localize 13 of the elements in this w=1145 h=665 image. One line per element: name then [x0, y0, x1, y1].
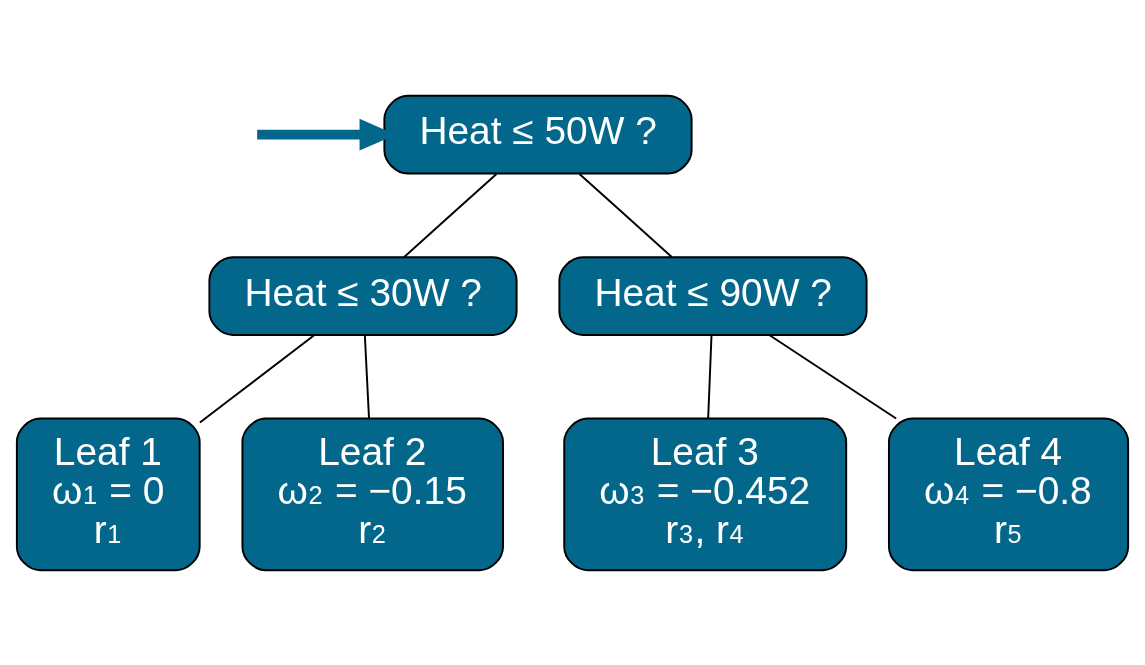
node-box: Leaf 3 ω3 = −0.452 r3, r4	[563, 417, 848, 571]
connector	[578, 172, 673, 258]
connector	[198, 333, 316, 423]
node-box: Leaf 1 ω1 = 0 r1	[15, 417, 201, 571]
node-box: Heat ≤ 50W ?	[383, 94, 693, 175]
node-box: Leaf 2 ω2 = −0.15 r2	[241, 417, 504, 571]
connector	[707, 334, 713, 419]
node-box: Heat ≤ 90W ?	[558, 255, 868, 336]
connector	[403, 172, 498, 258]
node-box: Heat ≤ 30W ?	[208, 255, 518, 336]
connector	[363, 334, 370, 419]
node-box: Leaf 4 ω4 = −0.8 r5	[888, 417, 1130, 571]
connector	[768, 333, 898, 419]
